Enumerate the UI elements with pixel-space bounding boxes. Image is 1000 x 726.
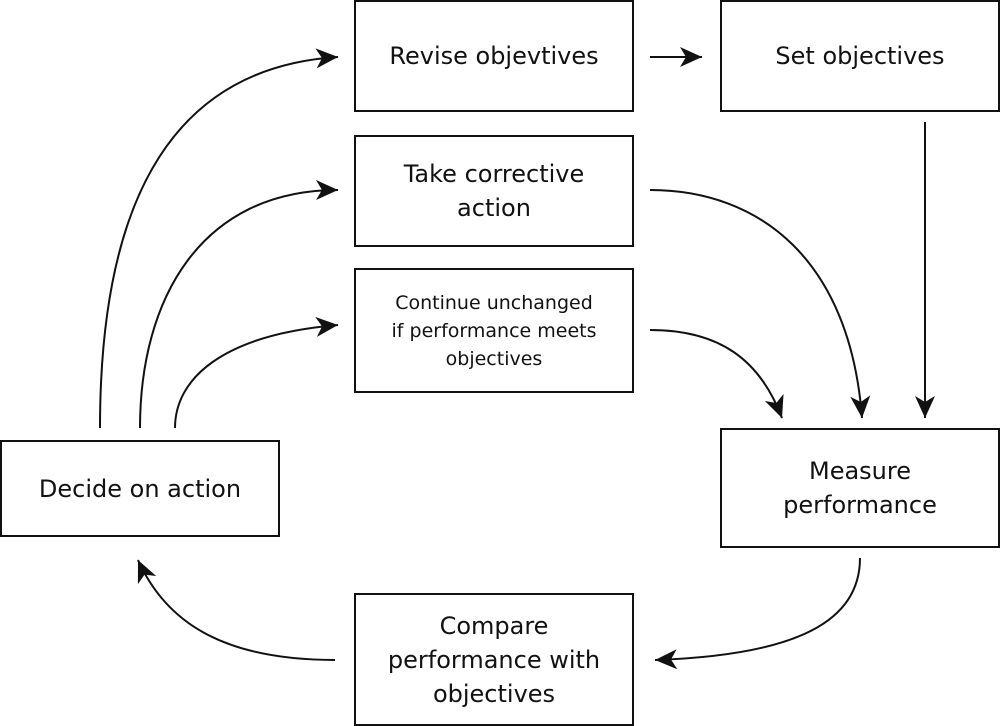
continue-unchanged-box: Continue unchanged if performance meets … — [354, 268, 634, 393]
set-objectives-box: Set objectives — [720, 0, 1000, 112]
measure-performance-box: Measure performance — [720, 428, 1000, 548]
decide-on-action-label: Decide on action — [38, 474, 242, 503]
continue-unchanged-label: Continue unchanged if performance meets … — [391, 291, 597, 370]
measure-performance-label: Measure performance — [783, 457, 937, 519]
arrow-continue-to-measure — [649, 329, 784, 419]
compare-performance-label: Compare performance with objectives — [387, 611, 601, 708]
take-corrective-action-box: Take corrective action — [354, 135, 634, 247]
revise-objectives-box: Revise objevtives — [354, 0, 634, 112]
compare-performance-box: Compare performance with objectives — [354, 593, 634, 726]
set-objectives-label: Set objectives — [775, 42, 945, 70]
arrow-corrective-to-measure — [649, 189, 871, 419]
arrow-decide-to-revise — [99, 48, 339, 429]
decide-on-action-box: Decide on action — [0, 440, 280, 537]
take-corrective-action-label: Take corrective action — [403, 160, 585, 222]
arrow-measure-to-compare — [654, 557, 861, 670]
arrow-compare-to-decide — [137, 559, 336, 661]
arrow-decide-to-continue — [174, 316, 339, 429]
revise-objectives-label: Revise objevtives — [389, 42, 599, 70]
arrow-decide-to-corrective — [139, 180, 339, 429]
